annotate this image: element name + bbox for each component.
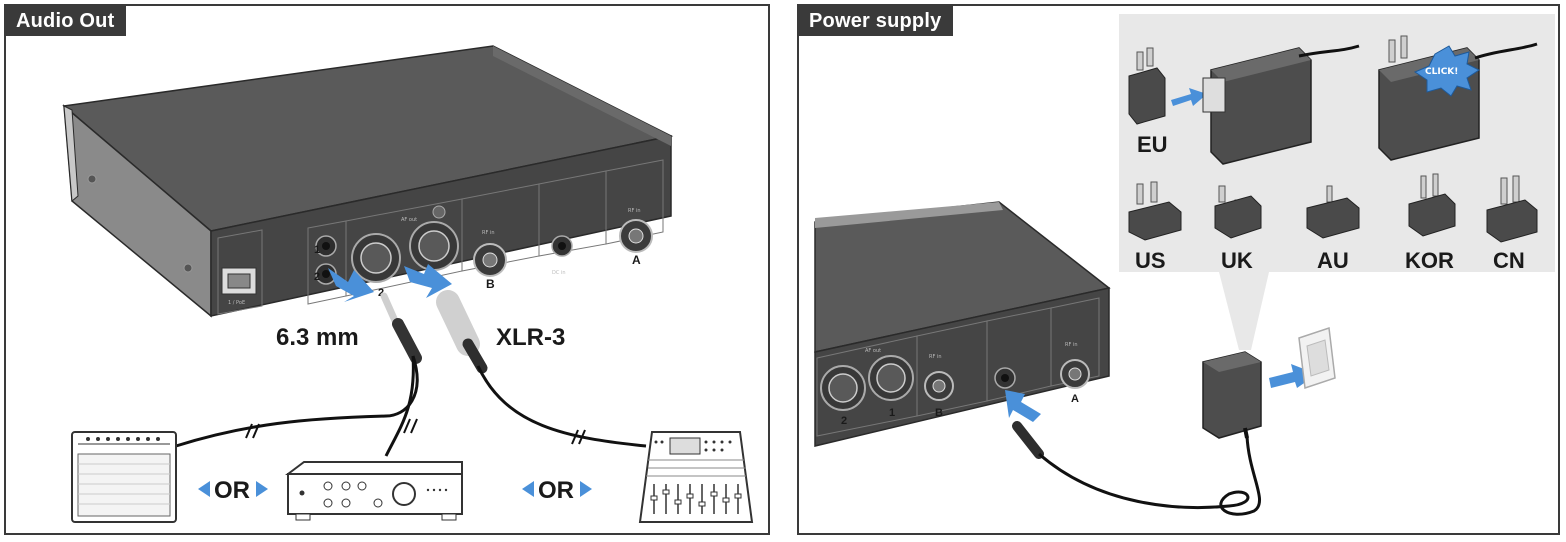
dc-plug-icon: [1012, 421, 1044, 459]
port-1-label: 1: [314, 244, 320, 256]
uk-plug-adapter-icon: [1214, 185, 1262, 239]
receiver-device-icon: AF out RF in RF in: [814, 201, 1111, 447]
jack-cable-label: 6.3 mm: [276, 324, 359, 351]
arrow-icon: [1005, 390, 1041, 422]
au-label: AU: [1317, 248, 1349, 273]
power-adapter-icon: [1202, 44, 1360, 165]
xlr-plug-icon: [436, 290, 488, 374]
click-label: CLICK!: [1425, 67, 1458, 77]
cn-label: CN: [1493, 248, 1525, 273]
or-separator-2: OR: [522, 477, 592, 504]
svg-text:RF in: RF in: [929, 354, 942, 360]
power-supply-illustration: AF out RF in RF in 2 1 B A: [814, 14, 1555, 516]
svg-text:AF out: AF out: [401, 217, 417, 223]
wall-socket-icon: [1298, 326, 1336, 390]
kor-label: KOR: [1405, 248, 1454, 273]
or-label: OR: [538, 477, 574, 504]
audio-out-illustration: AF out RF in RF in DC in 1 / PoE 1 2 2 B…: [62, 45, 754, 523]
port-b-label: B: [486, 277, 495, 291]
audio-out-title: Audio Out: [6, 6, 127, 36]
kor-plug-adapter-icon: [1408, 173, 1456, 237]
xlr-cable-label: XLR-3: [496, 324, 565, 351]
click-burst: CLICK!: [1413, 45, 1480, 97]
mixing-desk-icon: [638, 431, 754, 523]
cn-plug-adapter-icon: [1486, 175, 1538, 243]
power-adapter-icon: [1202, 351, 1262, 439]
jack-plug-icon: [380, 292, 422, 364]
svg-text:RF in: RF in: [482, 230, 495, 236]
eu-plug-adapter-icon: [1128, 47, 1166, 125]
or-separator-1: OR: [198, 477, 268, 504]
or-label: OR: [214, 477, 250, 504]
guitar-amplifier-icon: [71, 431, 177, 523]
us-label: US: [1135, 248, 1166, 273]
xlr-2-label: 2: [841, 415, 847, 427]
au-plug-adapter-icon: [1306, 185, 1360, 239]
svg-text:DC in: DC in: [552, 270, 566, 276]
svg-text:RF in: RF in: [628, 208, 641, 214]
arrow-icon: [1171, 88, 1207, 106]
power-supply-title: Power supply: [799, 6, 954, 36]
audio-out-panel: Audio Out: [4, 4, 770, 535]
port-b-label: B: [935, 407, 943, 419]
eu-label: EU: [1137, 132, 1168, 157]
arrow-icon: [328, 264, 452, 302]
port-a-label: A: [1071, 393, 1079, 405]
hifi-amplifier-icon: [285, 461, 463, 521]
receiver-device-icon: AF out RF in RF in DC in 1 / PoE: [62, 45, 674, 318]
port-a-label: A: [632, 253, 641, 267]
svg-text:1 / PoE: 1 / PoE: [228, 300, 245, 306]
us-plug-adapter-icon: [1128, 181, 1182, 241]
xlr-2-label: 2: [378, 287, 384, 299]
port-2-label: 2: [314, 271, 320, 283]
xlr-1-label: 1: [889, 407, 895, 419]
svg-text:RF in: RF in: [1065, 342, 1078, 348]
uk-label: UK: [1221, 248, 1253, 273]
power-supply-panel: Power supply AF out RF in: [797, 4, 1560, 535]
svg-text:AF out: AF out: [865, 348, 881, 354]
